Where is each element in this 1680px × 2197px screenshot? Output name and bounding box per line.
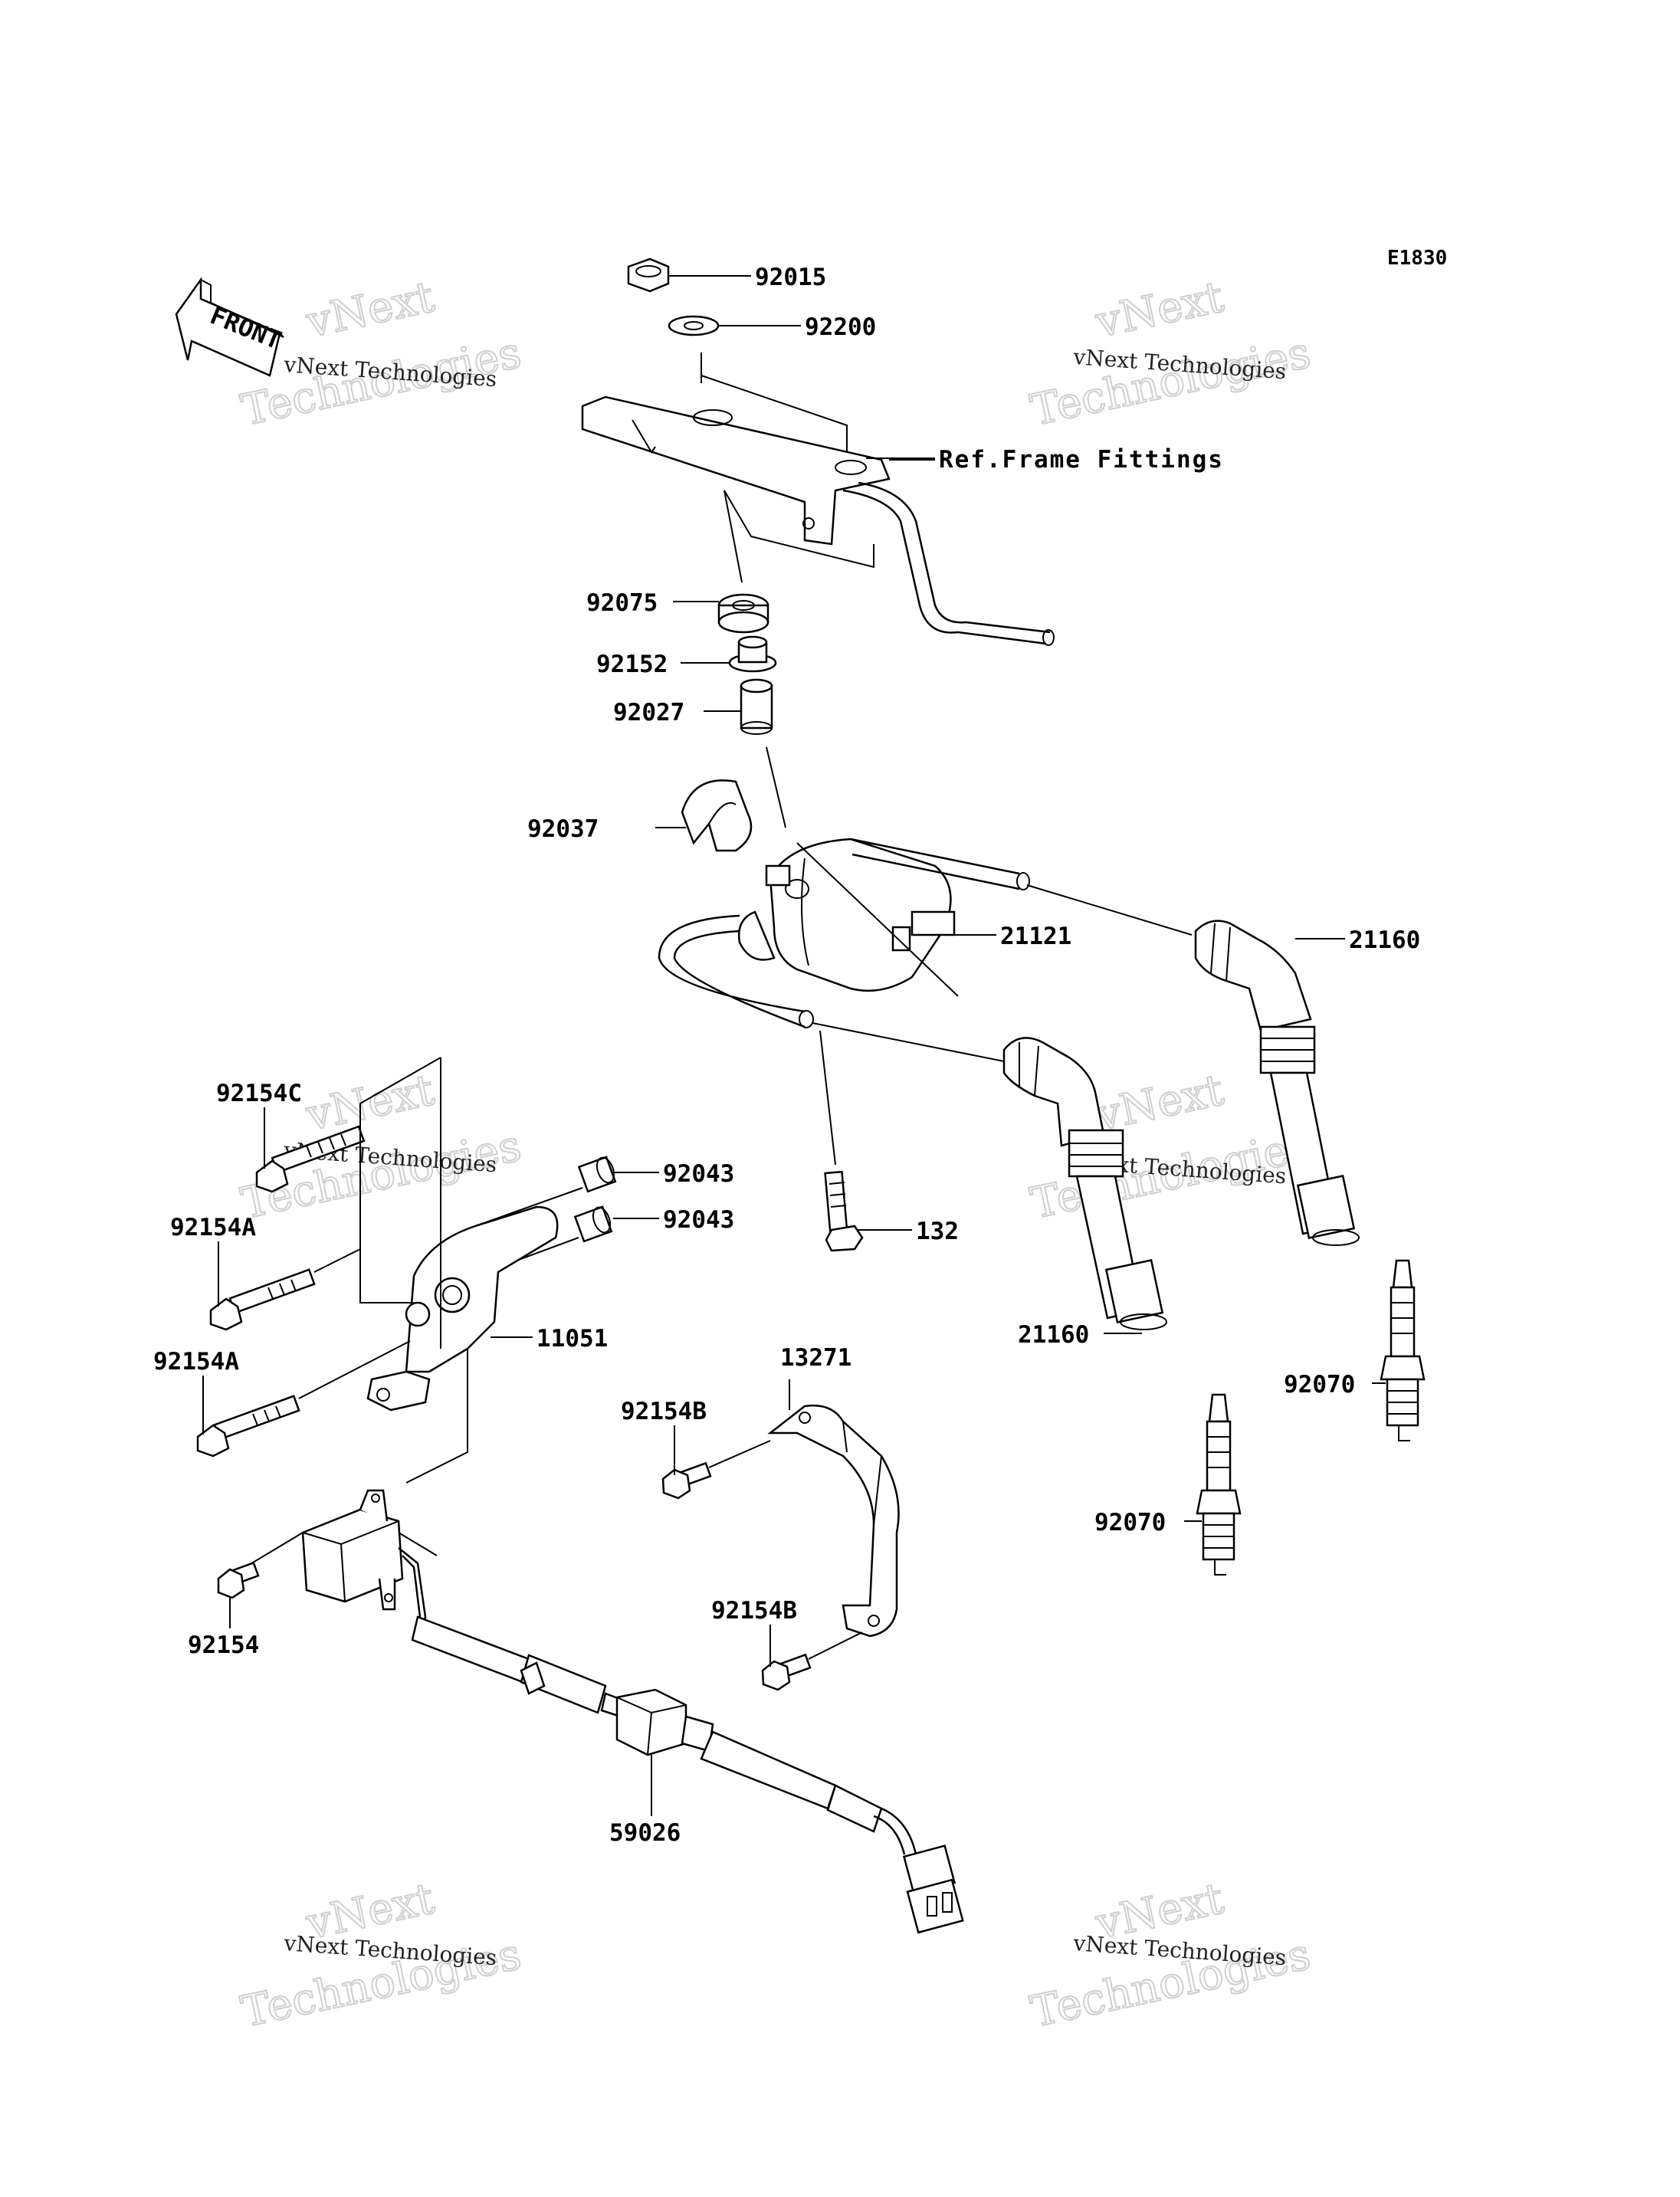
bolt-92154A-upper [209,1268,316,1331]
label-92154B-upper: 92154B [621,1398,707,1425]
plug-cap-21160-right [1194,920,1360,1246]
front-arrow-icon: FRONT [175,277,286,377]
harness-connector [902,1844,964,1934]
bolt-132 [819,1030,864,1252]
label-13271: 13271 [780,1344,851,1372]
washer-92200 [668,315,720,336]
watermark-top-left: vNext Technologies vNext Technologies [236,271,526,437]
watermark-top-right: vNext Technologies vNext Technologies [1025,271,1315,437]
nut-92015 [627,257,670,293]
label-92154A-upper: 92154A [170,1214,256,1241]
bolt-92154 [217,1561,260,1599]
ignition-coil-21121 [737,838,959,997]
label-92070-left: 92070 [1094,1509,1166,1536]
clamp-92037 [681,779,753,852]
leader-lines [202,275,1386,1816]
label-21121: 21121 [1000,923,1071,950]
bolt-92154C [255,1125,366,1193]
pickup-bracket-11051 [366,1205,559,1412]
label-92043-lower: 92043 [663,1206,734,1234]
label-92154: 92154 [188,1631,259,1659]
label-92152: 92152 [596,651,668,678]
diagram-code: E1830 [1387,247,1447,270]
svg-text:vNext: vNext [1091,272,1228,348]
label-92015: 92015 [755,264,826,291]
cover-13271 [767,1404,900,1638]
pickup-coil [301,1489,404,1611]
bolt-92154A-lower [196,1395,300,1458]
label-21160-left: 21160 [1018,1321,1089,1349]
watermark-bottom-left: vNext Technologies vNext Technologies [236,1873,526,2038]
grommet-92075 [717,593,769,634]
label-92154C: 92154C [216,1080,302,1107]
plug-cap-21160-left [1002,1037,1167,1330]
label-92027: 92027 [613,699,684,726]
svg-text:vNext: vNext [301,1065,438,1141]
bracket-plate [581,395,891,546]
label-92154B-lower: 92154B [711,1597,797,1625]
collar-92152 [728,635,777,673]
label-92200: 92200 [805,313,876,341]
spark-plug-92070-left [1196,1393,1242,1576]
svg-text:vNext: vNext [301,272,438,348]
bolt-92154B-lower [761,1653,812,1691]
label-ref-frame-fittings: Ref.Frame Fittings [939,446,1224,474]
collar-92043-lower [573,1205,613,1243]
label-11051: 11051 [536,1325,608,1353]
collar-92027 [740,678,773,735]
collar-92043-upper [577,1156,617,1193]
watermark-bottom-right: vNext Technologies vNext Technologies [1025,1873,1315,2038]
label-92154A-lower: 92154A [153,1348,239,1376]
label-21160-right: 21160 [1349,926,1420,954]
grommet-59026 [615,1688,687,1756]
label-92075: 92075 [586,589,658,617]
label-92037: 92037 [527,815,599,843]
spark-plug-92070-right [1380,1259,1426,1441]
bolt-92154B-upper [661,1461,712,1500]
label-59026: 59026 [609,1819,681,1847]
label-92070-right: 92070 [1284,1371,1355,1399]
label-132: 132 [916,1218,959,1245]
label-92043-upper: 92043 [663,1160,734,1188]
